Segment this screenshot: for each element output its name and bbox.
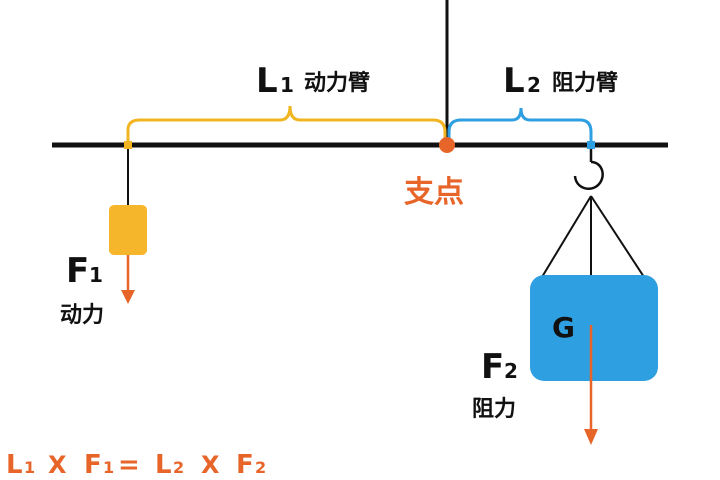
formula-f1: F <box>84 450 102 480</box>
effort-arm-subscript: 1 <box>280 73 294 97</box>
formula-f2-sub: 2 <box>255 458 266 477</box>
lever-formula: L 1 X F 1 = L 2 X F 2 <box>6 450 266 480</box>
formula-times-1: X <box>48 451 67 479</box>
load-force-subscript: 2 <box>504 359 518 383</box>
rope-left <box>541 195 592 278</box>
effort-arm-label: 动力臂 <box>304 70 370 96</box>
load-arm-brace <box>447 107 593 143</box>
formula-l1: L <box>6 450 23 480</box>
effort-arm-letter: L <box>256 61 278 101</box>
formula-l2: L <box>155 450 172 480</box>
effort-force-label: 动力 <box>60 303 104 328</box>
formula-l1-sub: 1 <box>24 458 35 477</box>
load-attach-point <box>587 141 595 149</box>
load-arm-label: 阻力臂 <box>552 70 618 96</box>
formula-f1-sub: 1 <box>103 458 114 477</box>
effort-force-arrowhead <box>121 290 135 304</box>
rope-right <box>590 195 645 278</box>
effort-force-subscript: 1 <box>89 263 103 287</box>
formula-f2: F <box>236 450 254 480</box>
formula-equals: = <box>118 450 140 480</box>
load-arm-subscript: 2 <box>527 73 541 97</box>
effort-block <box>109 205 147 255</box>
load-force-arrowhead <box>584 429 598 445</box>
effort-force-letter: F <box>66 251 89 291</box>
hook-icon <box>573 160 604 190</box>
effort-attach-point <box>124 141 132 149</box>
formula-times-2: X <box>201 451 220 479</box>
load-force-letter: F <box>481 347 504 387</box>
formula-l2-sub: 2 <box>173 458 184 477</box>
load-arm-letter: L <box>503 61 525 101</box>
effort-arm-brace <box>126 105 447 143</box>
weight-label: G <box>552 311 575 344</box>
fulcrum-point <box>439 137 455 153</box>
load-block <box>530 275 658 381</box>
fulcrum-label: 支点 <box>404 175 464 210</box>
load-force-label: 阻力 <box>472 397 516 422</box>
